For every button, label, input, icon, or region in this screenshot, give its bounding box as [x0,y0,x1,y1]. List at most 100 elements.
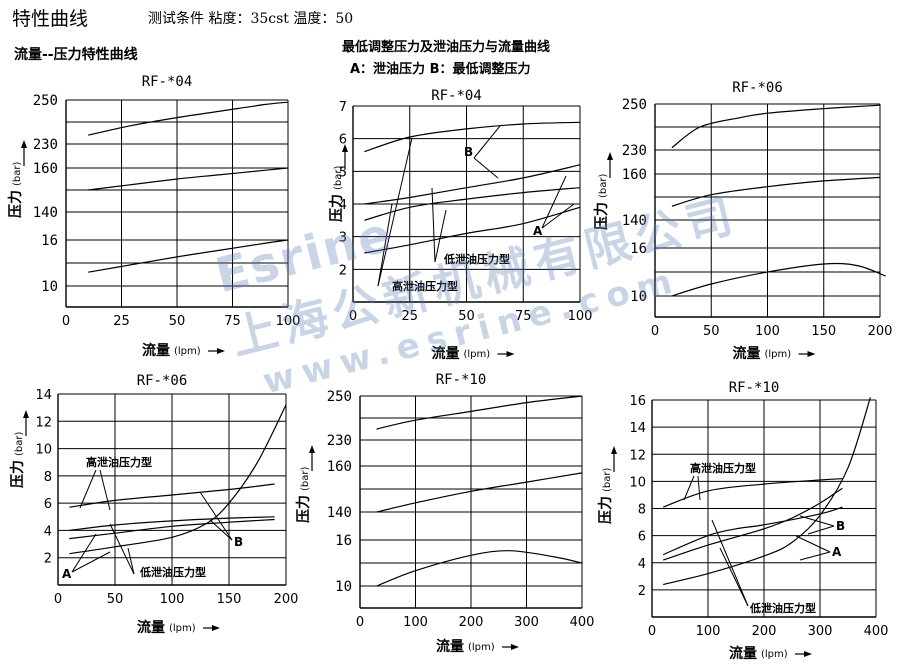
test-conditions: 测试条件 粘度：35cst 温度：50 [148,11,354,27]
chart-rf06-min-ytick-6: 14 [35,388,52,403]
chart-rf10-min-xarrow-head [804,651,812,657]
chart-rf10-min-annotation-0-leader-0 [683,475,695,501]
chart-rf06-min-xtick-1: 50 [107,592,124,607]
chart-rf06-min-annotation-2-leader-1 [71,551,111,573]
chart-rf10-bands-ylabel-group: 压力 (bar) [295,467,312,523]
chart-rf10-min-title: RF-*10 [729,380,780,396]
chart-rf04-min-xtick-3: 75 [515,309,532,324]
chart-rf06-min-xtick-0: 0 [54,592,62,607]
chart-rf04-min-annotation-3-leader-1 [377,203,393,287]
chart-rf10-min-ytick-2: 6 [638,530,646,545]
chart-rf04-bands-yunit: (bar) [12,162,23,186]
chart-rf10-bands-band2-tick-lo: 10 [335,579,352,595]
chart-rf04-bands-xarrow-head [217,348,225,354]
chart-rf10-min-yarrow-head [611,446,617,454]
chart-rf10-min-yunit: (bar) [602,468,613,492]
chart-rf06-bands-xlabel: 流量 [733,345,761,362]
chart-rf10-min-ylabel: 压力 [597,496,614,524]
chart-rf06-min-ytick-1: 4 [44,524,52,539]
chart-rf04-min-annotation-0-leader-0 [473,125,501,159]
chart-rf10-min-xunit: (lpm) [761,649,788,660]
chart-rf04-min-xtick-1: 25 [401,309,418,324]
chart-rf10-min-ylabel-group: 压力 (bar) [597,468,614,524]
chart-rf06-bands-band0-series-0 [671,104,881,149]
chart-rf06-min-ytick-0: 2 [44,552,52,567]
chart-rf10-bands-title: RF-*10 [436,372,487,388]
chart-rf06-min-xlabel: 流量 [137,619,165,636]
chart-rf06-bands-xtick-4: 200 [868,324,893,339]
chart-rf06-bands-band0-tick-hi: 250 [622,97,647,113]
chart-rf10-min-ytick-1: 4 [638,557,646,572]
chart-rf06-min-annotation-2-leader-0 [71,533,97,573]
ab-legend-heading: A：泄油压力 B：最低调整压力 [350,62,531,77]
chart-rf04-bands-band2-tick-lo: 10 [41,279,58,295]
chart-rf04-min-annotation-2-leader-1 [434,209,447,263]
chart-rf10-min-xtick-0: 0 [648,624,656,639]
chart-rf06-min-annotation-0-leader-0 [79,469,97,509]
chart-rf10-min-annotation-1-leader-1 [719,547,749,607]
chart-rf06-bands-yunit: (bar) [598,174,609,198]
chart-rf04-bands-xtick-4: 100 [276,314,301,329]
chart-rf10-min-annotation-3: A [832,545,842,559]
chart-rf10-bands-ylabel: 压力 [295,495,312,523]
chart-rf04-min-ytick-2: 4 [339,198,347,213]
chart-rf04-min-xlabel: 流量 [432,345,460,362]
chart-rf04-min-xtick-2: 50 [458,309,475,324]
chart-rf06-min-series-0 [69,483,275,508]
chart-rf10-min-ytick-0: 2 [638,584,646,599]
flow-pressure-heading: 流量--压力特性曲线 [14,47,138,63]
chart-rf04-min-annotation-1: A [533,224,543,238]
chart-rf06-min-ytick-2: 6 [44,497,52,512]
chart-rf10-min-xtick-1: 100 [696,624,721,639]
chart-rf06-min-xtick-2: 100 [160,592,185,607]
chart-rf06-min-ytick-3: 8 [44,470,52,485]
chart-rf06-min-ylabel-group: 压力 (bar) [9,432,26,488]
chart-rf10-min-series-3 [663,397,871,586]
chart-rf10-min-annotation-1-leader-0 [711,519,749,607]
chart-rf10-bands-yunit: (bar) [300,467,311,491]
chart-rf10-min-annotation-0-leader-1 [697,475,701,501]
chart-rf06-bands-band0-tick-lo: 230 [622,143,647,159]
chart-rf10-min-annotation-2-leader-0 [799,515,835,527]
chart-rf04-bands-band0-series-0 [88,101,289,136]
chart-rf04-bands-band1-series-0 [88,167,289,191]
chart-rf06-min-annotation-1-leader-1 [109,523,135,575]
chart-rf10-bands-band1-tick-hi: 160 [327,459,352,475]
chart-rf06-min-xarrow-head [212,625,220,631]
chart-rf04-bands-title: RF-*04 [142,74,193,90]
chart-rf04-min-annotation-3: 高泄油压力型 [392,279,458,293]
chart-rf04-min-series-3 [364,206,581,254]
chart-rf04-bands-band2-series-0 [88,239,289,273]
chart-rf06-min-ytick-5: 12 [35,415,52,430]
chart-rf06-bands-band1-tick-lo: 140 [622,213,647,229]
chart-rf04-bands-xtick-0: 0 [62,314,70,329]
chart-rf06-min-series-3 [69,518,275,540]
chart-rf10-min-series-2 [663,487,843,561]
chart-rf06-min-annotation-3-leader-1 [209,519,233,541]
chart-rf06-bands-yarrow-head [607,152,613,160]
chart-rf06-min-ylabel: 压力 [9,460,26,488]
chart-rf10-min-ytick-3: 8 [638,503,646,518]
chart-rf04-min-xunit: (lpm) [464,349,491,360]
chart-rf04-min-annotation-2: 低泄油压力型 [443,252,510,266]
chart-rf10-bands-xtick-0: 0 [356,615,364,630]
chart-rf04-min-ytick-0: 2 [339,263,347,278]
chart-rf04-min-xarrow-head [506,351,515,357]
chart-rf10-bands-xarrow-head [511,644,519,650]
chart-rf04-bands-band1-tick-lo: 140 [33,205,58,221]
chart-rf06-bands-xtick-0: 0 [651,324,659,339]
chart-rf04-bands-band1-tick-hi: 160 [33,161,58,177]
chart-rf10-bands-band1-series-0 [376,472,583,513]
chart-rf04-min-ytick-4: 6 [339,133,347,148]
chart-rf06-bands-xarrow-head [807,351,816,357]
chart-rf06-bands-band2-series-0 [671,262,886,297]
chart-rf10-min-annotation-3-leader-0 [795,535,831,553]
chart-rf06-bands-band1-tick-hi: 160 [622,167,647,183]
chart-rf06-min-annotation-0: 高泄油压力型 [86,455,152,469]
chart-rf04-bands-band0-tick-hi: 250 [33,93,58,109]
chart-rf04-min-ytick-5: 7 [339,100,347,115]
chart-rf04-bands-band2-tick-hi: 16 [41,233,58,249]
chart-rf06-bands-band2-tick-hi: 16 [630,241,647,257]
chart-rf06-min-yunit: (bar) [14,432,25,456]
